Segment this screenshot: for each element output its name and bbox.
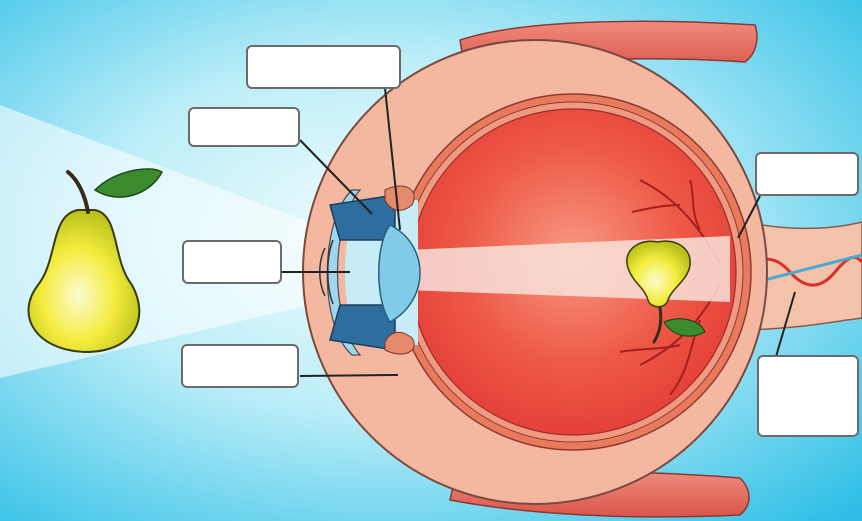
label-box-lower-left[interactable] bbox=[181, 344, 299, 388]
label-box-right-lower[interactable] bbox=[757, 355, 859, 437]
label-box-upper-left[interactable] bbox=[188, 107, 300, 147]
label-box-top[interactable] bbox=[246, 45, 401, 89]
label-box-right-upper[interactable] bbox=[755, 152, 859, 196]
ciliary-body-upper bbox=[385, 186, 414, 210]
label-box-middle-left[interactable] bbox=[182, 240, 282, 284]
